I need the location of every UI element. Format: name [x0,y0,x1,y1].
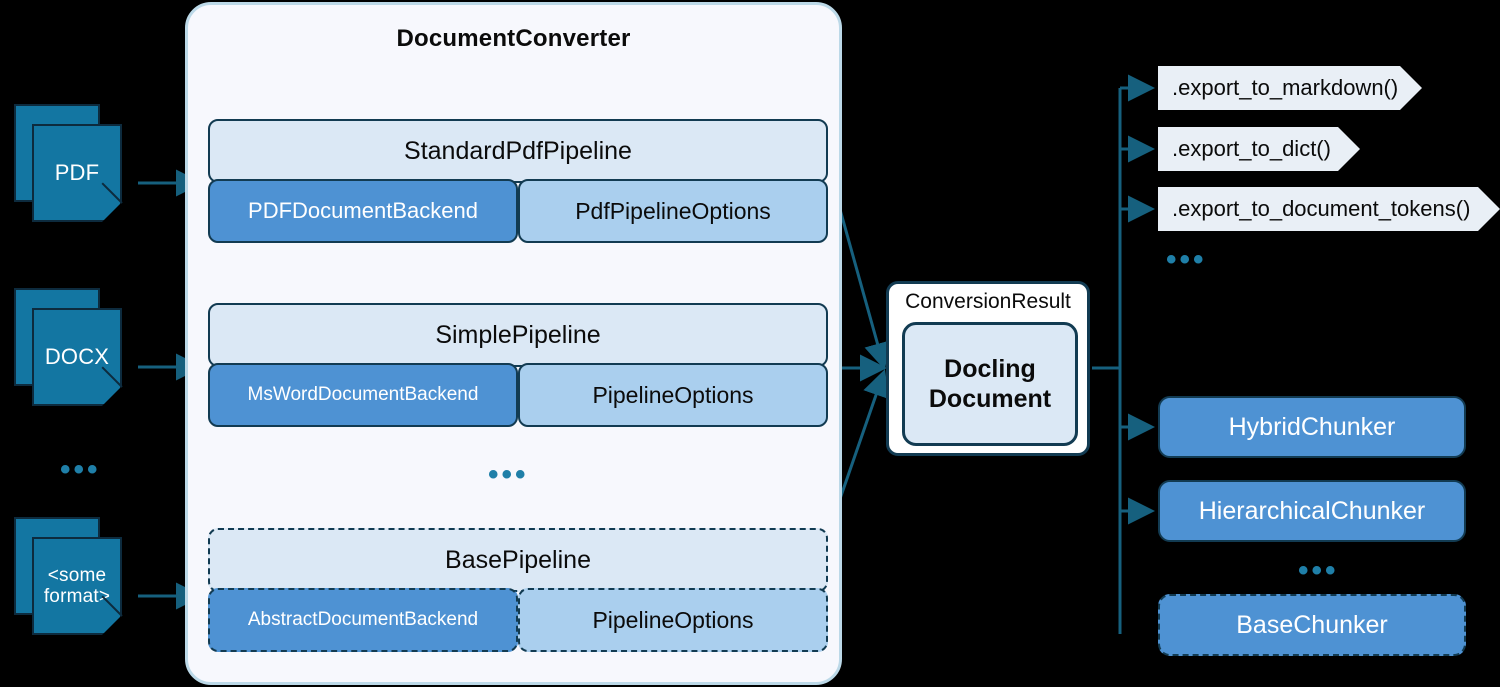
simple-pipeline-row: MsWordDocumentBackend PipelineOptions [208,363,828,427]
document-converter-title: DocumentConverter [396,25,631,52]
sources-ellipsis: ••• [60,453,101,486]
page-fold-icon [102,615,122,635]
source-doc-other-label: <some format> [43,564,111,607]
pipeline-options-box[interactable]: PipelineOptions [518,363,828,427]
standard-pdf-pipeline-row: PDFDocumentBackend PdfPipelineOptions [208,179,828,243]
simple-pipeline-group[interactable]: SimplePipeline MsWordDocumentBackend Pip… [208,303,828,427]
document-sheet-front-icon: PDF [32,124,123,222]
source-doc-docx-label: DOCX [44,343,110,369]
converter-ellipsis: ••• [488,458,529,491]
export-to-markdown-banner[interactable]: .export_to_markdown() [1158,66,1422,110]
pdf-document-backend-box[interactable]: PDFDocumentBackend [208,179,518,243]
page-fold-edge-icon [101,366,123,388]
source-doc-docx[interactable]: DOCX [14,288,123,406]
abstract-document-backend-box[interactable]: AbstractDocumentBackend [208,588,518,652]
page-fold-icon [102,202,122,222]
page-fold-icon [102,386,122,406]
export-to-dict-label: .export_to_dict() [1172,136,1331,161]
conversion-result-label: ConversionResult [905,290,1071,313]
conversion-result-box[interactable]: ConversionResult Docling Document [886,281,1090,456]
base-chunker-box[interactable]: BaseChunker [1158,594,1466,656]
document-converter-panel: DocumentConverter StandardPdfPipeline PD… [185,2,842,685]
export-to-document-tokens-label: .export_to_document_tokens() [1172,196,1471,221]
docling-document-label-line1: Docling [944,355,1036,383]
base-chunker-label: BaseChunker [1236,610,1388,639]
source-doc-pdf-label: PDF [54,159,100,185]
chunkers-ellipsis: ••• [1298,554,1339,587]
base-pipeline-title: BasePipeline [208,528,828,592]
base-pipeline-row: AbstractDocumentBackend PipelineOptions [208,588,828,652]
document-sheet-front-icon: <some format> [32,537,123,635]
base-pipeline-options-box[interactable]: PipelineOptions [518,588,828,652]
standard-pdf-pipeline-group[interactable]: StandardPdfPipeline PDFDocumentBackend P… [208,119,828,243]
hybrid-chunker-label: HybridChunker [1228,412,1396,441]
hierarchical-chunker-box[interactable]: HierarchicalChunker [1158,480,1466,542]
exports-ellipsis: ••• [1166,243,1207,276]
simple-pipeline-title: SimplePipeline [208,303,828,367]
export-to-markdown-label: .export_to_markdown() [1172,75,1399,100]
export-to-dict-banner[interactable]: .export_to_dict() [1158,127,1360,171]
hybrid-chunker-box[interactable]: HybridChunker [1158,396,1466,458]
pdf-pipeline-options-box[interactable]: PdfPipelineOptions [518,179,828,243]
base-pipeline-group[interactable]: BasePipeline AbstractDocumentBackend Pip… [208,528,828,652]
page-fold-edge-icon [101,182,123,204]
source-doc-pdf[interactable]: PDF [14,104,123,222]
export-to-document-tokens-banner[interactable]: .export_to_document_tokens() [1158,187,1500,231]
docling-document-label-line2: Document [928,385,1052,413]
hierarchical-chunker-label: HierarchicalChunker [1198,496,1426,525]
docling-document-box[interactable]: Docling Document [902,322,1078,446]
standard-pdf-pipeline-title: StandardPdfPipeline [208,119,828,183]
document-sheet-front-icon: DOCX [32,308,123,406]
msword-document-backend-box[interactable]: MsWordDocumentBackend [208,363,518,427]
source-doc-other[interactable]: <some format> [14,517,123,635]
